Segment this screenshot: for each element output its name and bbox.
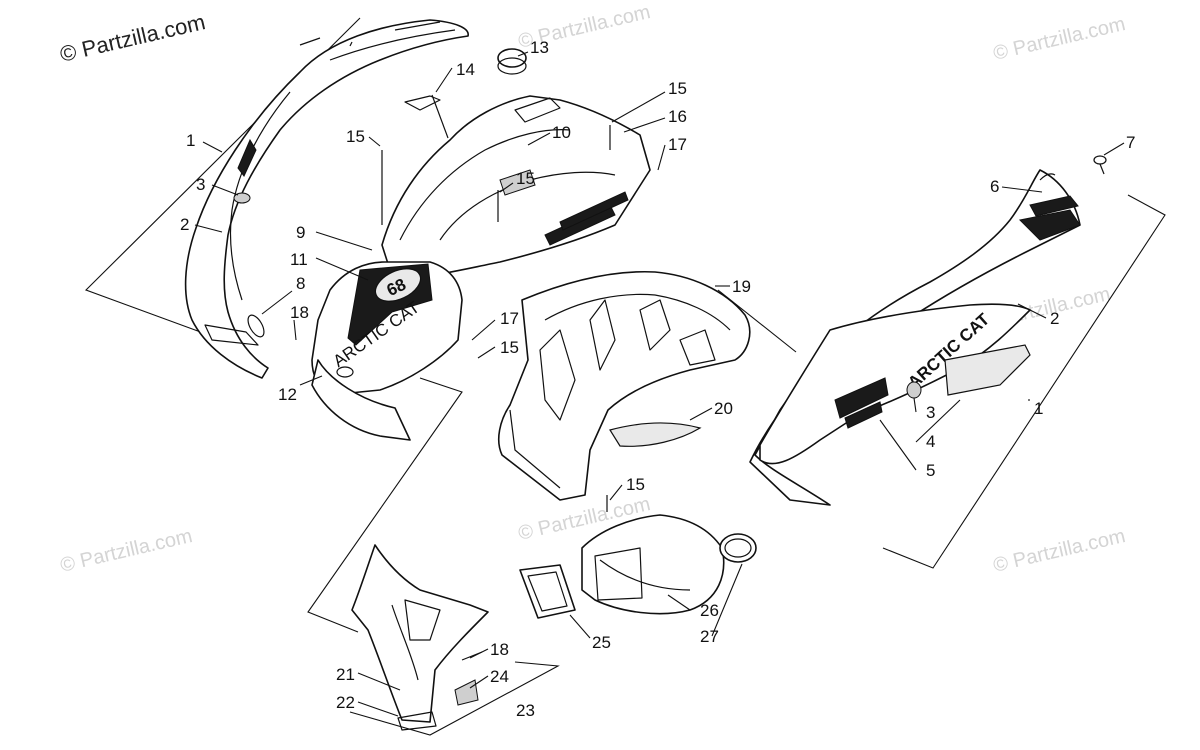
callout-2-right: 2 — [1050, 309, 1059, 328]
callout-labels: 1 3 2 8 18 12 9 11 15 14 13 10 15 16 17 … — [180, 38, 1135, 720]
callout-13: 13 — [530, 38, 549, 57]
callout-3-right: 3 — [926, 403, 935, 422]
right-side-panel: ARCTIC CAT — [749, 155, 1107, 506]
callout-1-left: 1 — [186, 131, 195, 150]
callout-23: 23 — [516, 701, 535, 720]
callout-5: 5 — [926, 461, 935, 480]
callout-14: 14 — [456, 60, 475, 79]
air-box — [498, 270, 751, 512]
bracket-right-panel — [882, 194, 1166, 569]
callout-22: 22 — [336, 693, 355, 712]
callout-17-top: 17 — [668, 135, 687, 154]
callout-7: 7 — [1126, 133, 1135, 152]
callout-15-left: 15 — [346, 127, 365, 146]
callout-10: 10 — [552, 123, 571, 142]
callout-12: 12 — [278, 385, 297, 404]
watermark: © Partzilla.com — [991, 525, 1127, 577]
callout-18-bottom: 18 — [490, 640, 509, 659]
callout-15-bottom: 15 — [626, 475, 645, 494]
callout-1-right: 1 — [1034, 399, 1043, 418]
callout-26: 26 — [700, 601, 719, 620]
lower-nose-cone — [351, 544, 489, 731]
watermark: © Partzilla.com — [991, 13, 1127, 65]
callout-11: 11 — [290, 250, 308, 269]
callout-8: 8 — [296, 274, 305, 293]
callout-16: 16 — [668, 107, 687, 126]
watermark: © Partzilla.com — [58, 525, 194, 577]
callout-24: 24 — [490, 667, 509, 686]
leader-lines — [194, 51, 1125, 717]
left-side-panel — [184, 19, 469, 379]
callout-20: 20 — [714, 399, 733, 418]
callout-4: 4 — [926, 432, 935, 451]
callout-17-mid: 17 — [500, 309, 519, 328]
watermark-main: © Partzilla.com — [58, 9, 208, 67]
bracket-lower-nose — [349, 661, 560, 736]
bracket-nose-cone — [307, 377, 463, 633]
callout-15-top-right: 15 — [668, 79, 687, 98]
intake-duct — [519, 514, 757, 619]
callout-25: 25 — [592, 633, 611, 652]
callout-9: 9 — [296, 223, 305, 242]
callout-6: 6 — [990, 177, 999, 196]
callout-21: 21 — [336, 665, 355, 684]
callout-2-left: 2 — [180, 215, 189, 234]
callout-27: 27 — [700, 627, 719, 646]
callout-18-top: 18 — [290, 303, 309, 322]
callout-15-mid: 15 — [500, 338, 519, 357]
callout-3-left: 3 — [196, 175, 205, 194]
callout-15-center: 15 — [516, 169, 535, 188]
callout-19: 19 — [732, 277, 751, 296]
hood-assembly: 68 ARCTIC CAT — [311, 48, 651, 441]
